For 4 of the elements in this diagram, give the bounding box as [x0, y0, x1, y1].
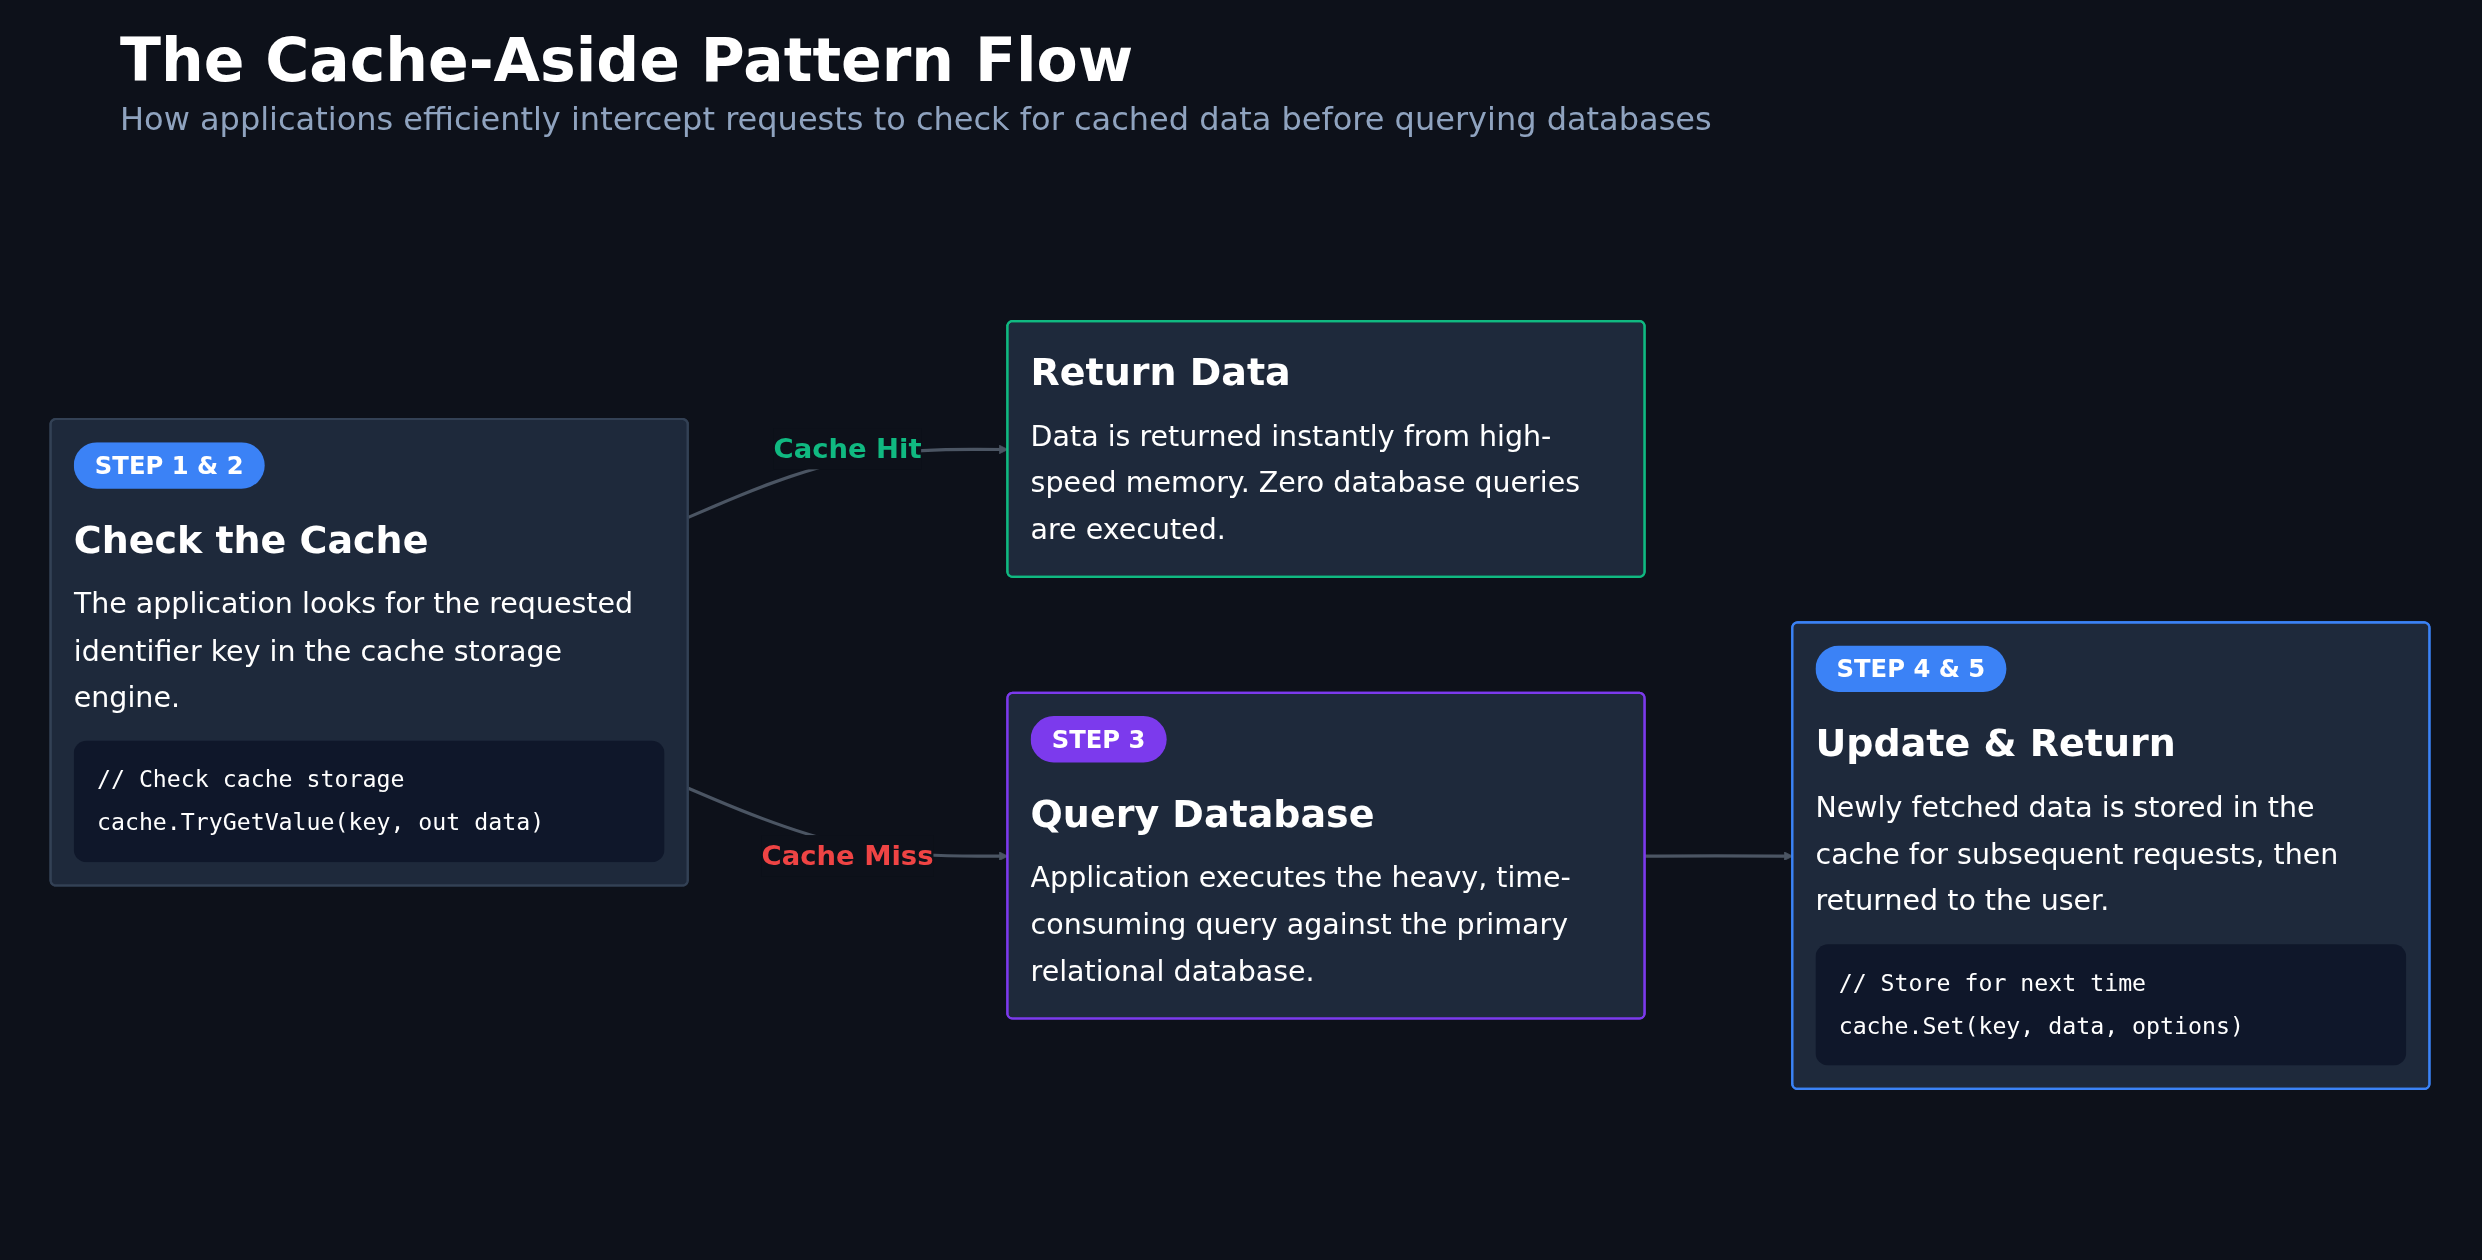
subtitle: How applications efficiently intercept requests to check for cached data before querying databases	[120, 99, 1712, 140]
title: The Cache-Aside Pattern Flow	[120, 26, 1134, 95]
edge-label: Cache Hit	[773, 432, 922, 465]
edge-label: Cache Miss	[761, 839, 934, 871]
